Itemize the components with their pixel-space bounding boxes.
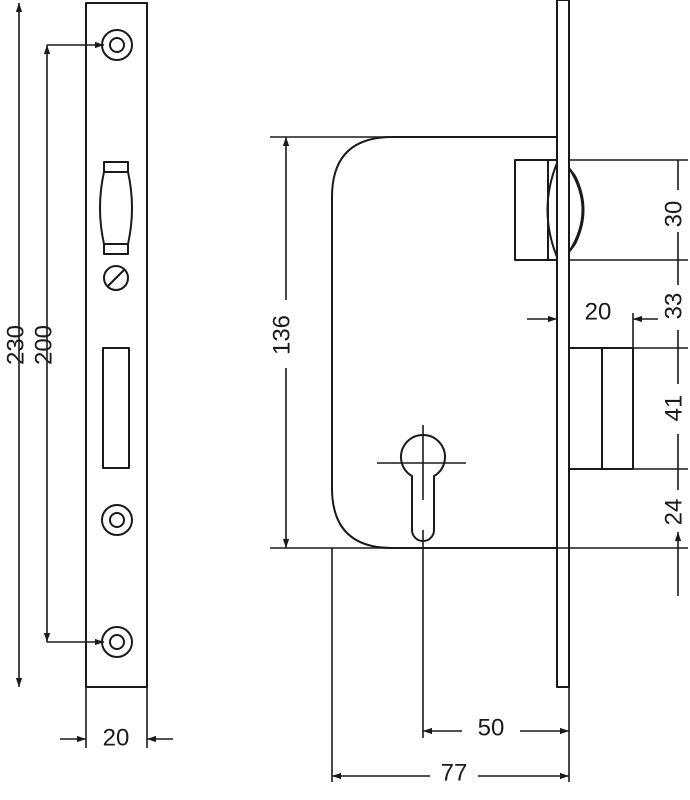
lock-case-side-view (331, 0, 634, 738)
dim-bolt-throw-label: 20 (585, 298, 612, 325)
faceplate-outline (85, 2, 148, 688)
dim-screw-spacing-label: 200 (30, 325, 57, 365)
dim-faceplate-width-label: 20 (103, 724, 130, 751)
latch-opening (99, 161, 133, 255)
bottom-screw-hole (101, 626, 133, 658)
cylinder-hole (400, 433, 446, 542)
dim-faceplate-width: 20 (60, 687, 173, 751)
dim-backset-label: 50 (478, 714, 505, 741)
dim-case-depth-label: 77 (441, 759, 468, 786)
top-screw-hole (101, 29, 133, 61)
dim-latch-height-label: 30 (660, 201, 687, 228)
dim-bolt-to-cylinder-label: 24 (660, 499, 687, 526)
faceplate-front-view (85, 2, 148, 688)
side-faceplate (556, 0, 570, 688)
dim-latch-to-bolt: 33 (660, 260, 687, 348)
dim-screw-spacing: 200 (30, 41, 104, 646)
middle-screw-hole (101, 504, 133, 536)
dim-bolt-throw: 20 (527, 298, 658, 348)
dim-latch-to-bolt-label: 33 (660, 293, 687, 320)
right-extension-lines (569, 159, 688, 549)
dim-bolt-height: 41 (660, 348, 687, 469)
dim-bolt-to-cylinder: 24 (660, 469, 687, 596)
dim-bolt-height-label: 41 (660, 395, 687, 422)
dim-case-height: 136 (268, 136, 600, 549)
bolt-opening (102, 347, 130, 469)
slotted-screw (103, 265, 129, 291)
dim-faceplate-length-label: 230 (2, 325, 29, 365)
latch-bolt (514, 159, 585, 261)
dim-latch-height: 30 (660, 160, 687, 260)
dead-bolt (568, 347, 634, 470)
dim-backset: 50 (423, 687, 570, 782)
dim-case-depth: 77 (331, 548, 569, 786)
dim-case-height-label: 136 (268, 315, 295, 355)
case-body (331, 136, 557, 549)
dim-faceplate-length: 230 (2, 3, 29, 687)
